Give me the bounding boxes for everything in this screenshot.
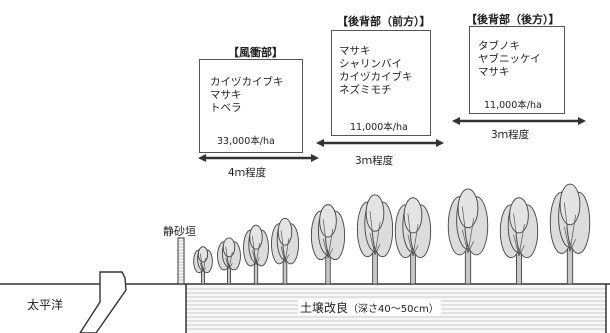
zone-header-windward: 【風衝部】 (228, 46, 283, 59)
width-arrow-windward-head-left (198, 154, 206, 162)
width-arrow-rear-front-head-left (316, 139, 324, 147)
tree-branch (569, 238, 577, 252)
tree-branch (461, 206, 469, 254)
tree-branch (518, 245, 525, 256)
tree-branch (199, 262, 204, 272)
tree-crown-top (403, 197, 423, 234)
width-arrow-rear-back-head-left (452, 117, 460, 125)
tree-branch (284, 254, 290, 263)
width-arrow-windward-head-right (311, 154, 319, 162)
species-name: シャリンバイ (339, 58, 402, 70)
tree-branch (199, 253, 204, 272)
tree-branch (461, 229, 469, 254)
tree-branch (327, 248, 334, 259)
tree-branch (225, 257, 230, 270)
tree-branch (374, 222, 381, 255)
tree-crown-top (365, 194, 385, 232)
tree-branch (225, 246, 230, 270)
tree-crown-top (319, 204, 337, 238)
tree-branch (228, 251, 233, 270)
tree-crown-top (222, 237, 236, 258)
soil-depth-label: （深さ40～50cm） (348, 304, 439, 315)
planting-density: 11,000本/ha (484, 100, 542, 111)
sand-fence (177, 237, 185, 285)
species-name: カイヅカイブキ (210, 76, 284, 88)
tree-crown-top (249, 224, 263, 250)
zone-width-label: 4ｍ程度 (228, 167, 267, 179)
tree-branch (327, 228, 334, 259)
species-box-rear-back: タブノキ ヤブニッケイ マサキ 11,000本/ha (469, 26, 565, 114)
tree-branch (255, 257, 260, 265)
soil-improvement-label: 土壌改良（深さ40～50cm） (298, 299, 441, 316)
species-name: マサキ (478, 66, 510, 78)
tree-branch (255, 243, 260, 265)
tree-branch (374, 243, 381, 256)
width-arrow-rear-back-head-right (578, 117, 586, 125)
tree-branch (467, 217, 475, 254)
tree-branch (412, 245, 419, 256)
tree-branch (280, 230, 286, 263)
pacific-ocean-label: 太平洋 (27, 298, 64, 312)
planting-density: 33,000本/ha (217, 136, 275, 147)
tree-branch (322, 238, 329, 259)
tree-branch (518, 224, 525, 256)
tree-crown-top (197, 246, 209, 263)
soil-label: 土壌改良 (300, 301, 349, 315)
tree-branch (569, 214, 577, 252)
species-name: マサキ (210, 89, 242, 101)
zone-width-label: 3ｍ程度 (355, 155, 394, 167)
tree-branch (322, 219, 329, 259)
tree-branch (284, 238, 290, 263)
tree-branch (513, 234, 520, 256)
species-name: トベラ (210, 102, 242, 114)
tree-branch (513, 213, 520, 256)
tree-branch (407, 213, 414, 256)
tree-branch (202, 267, 207, 273)
tree-branch (563, 202, 571, 252)
tree-branch (467, 241, 475, 254)
tree-branch (202, 258, 207, 272)
zone-header-rear-front: 【後背部（前方）】 (337, 15, 431, 28)
species-name: ヤブニッケイ (478, 53, 541, 65)
tree-crown-top (509, 197, 529, 234)
tree-crown-top (559, 183, 581, 226)
species-box-rear-front: マサキ シャリンバイ カイヅカイブキ ネズミモチ 11,000本/ha (331, 30, 431, 136)
zone-header-rear-back: 【後背部（後方）】 (466, 13, 560, 26)
species-box-windward: カイヅカイブキ マサキ トベラ 33,000本/ha (199, 59, 303, 153)
tree-branch (280, 246, 286, 263)
tree-branch (369, 232, 376, 255)
tree-branch (563, 226, 571, 252)
width-arrow-rear-front-head-right (436, 139, 444, 147)
tree-branch (252, 250, 257, 265)
sand-fence-label: 静砂垣 (163, 225, 196, 238)
zone-width-label: 3ｍ程度 (491, 129, 530, 141)
sea-wall (79, 271, 127, 333)
tree-branch (252, 235, 257, 265)
species-name: ネズミモチ (339, 84, 392, 96)
species-name: タブノキ (478, 40, 520, 52)
species-name: カイヅカイブキ (339, 71, 413, 83)
tree-crown-top (457, 188, 479, 229)
tree-branch (407, 234, 414, 256)
species-name: マサキ (339, 45, 371, 57)
tree-branch (228, 263, 233, 270)
tree-branch (412, 224, 419, 256)
planting-density: 11,000本/ha (350, 122, 408, 133)
tree-crown-top (277, 217, 293, 246)
tree-branch (369, 211, 376, 255)
